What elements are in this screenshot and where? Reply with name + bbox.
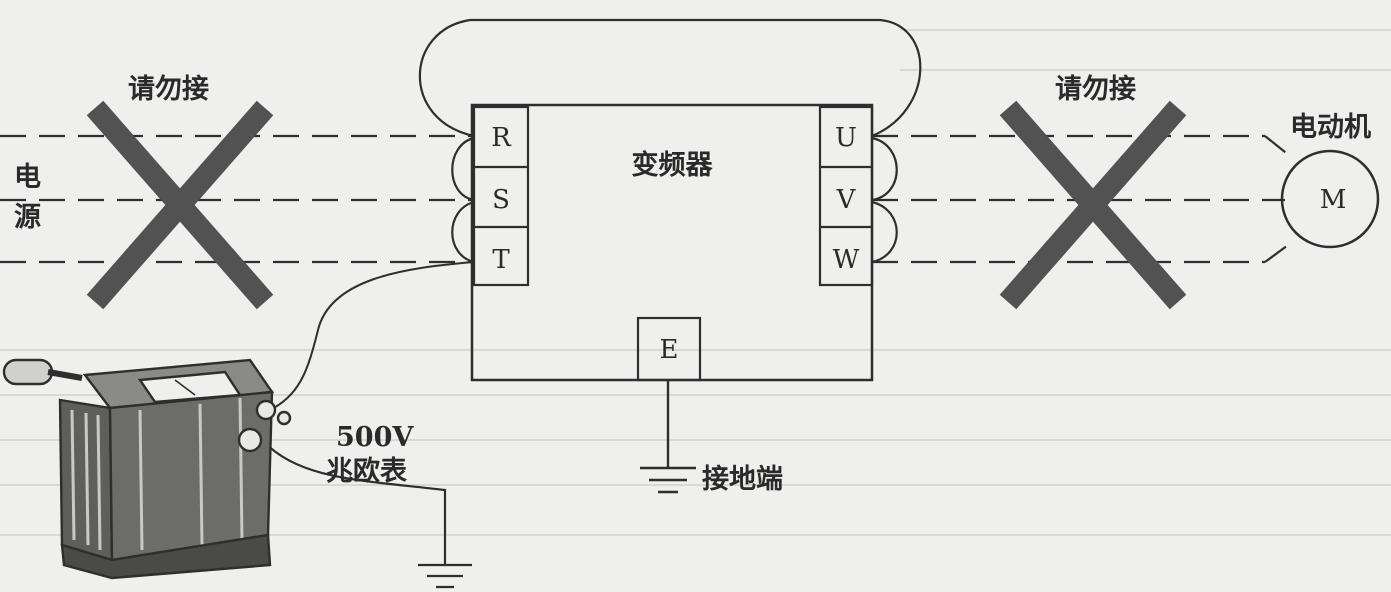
warning-left: 请勿接: [128, 74, 209, 105]
inverter-label: 变频器: [632, 149, 714, 181]
motor-symbol: M: [1320, 185, 1347, 215]
terminal-w: W: [833, 245, 860, 275]
warning-right: 请勿接: [1055, 74, 1136, 105]
megger-rating: 500V: [336, 422, 414, 453]
output-terminal-block: [818, 105, 874, 287]
terminal-u: U: [835, 123, 857, 153]
shorting-loops-right: [871, 136, 898, 264]
terminal-e: E: [660, 335, 679, 365]
terminal-r: R: [491, 123, 512, 153]
shorting-wire-top: [418, 18, 922, 138]
ground-label: 接地端: [702, 464, 783, 495]
terminal-s: S: [492, 185, 510, 215]
motor-icon: [1280, 149, 1380, 249]
power-label-bottom: 源: [14, 202, 41, 233]
megger-label: 兆欧表: [326, 456, 407, 487]
cross-left-icon: [86, 100, 274, 310]
megger-device-icon: [2, 358, 292, 580]
power-label-top: 电: [14, 162, 41, 193]
shorting-loops-left: [451, 136, 475, 264]
megger-ground: [261, 439, 472, 589]
terminal-t: T: [492, 245, 510, 275]
megger-lead-wire: [269, 261, 475, 411]
motor-label: 电动机: [1290, 112, 1371, 143]
cross-right-icon: [999, 100, 1187, 310]
input-terminal-block: [472, 105, 530, 287]
terminal-v: V: [836, 185, 857, 215]
ground-symbol: [640, 380, 696, 494]
